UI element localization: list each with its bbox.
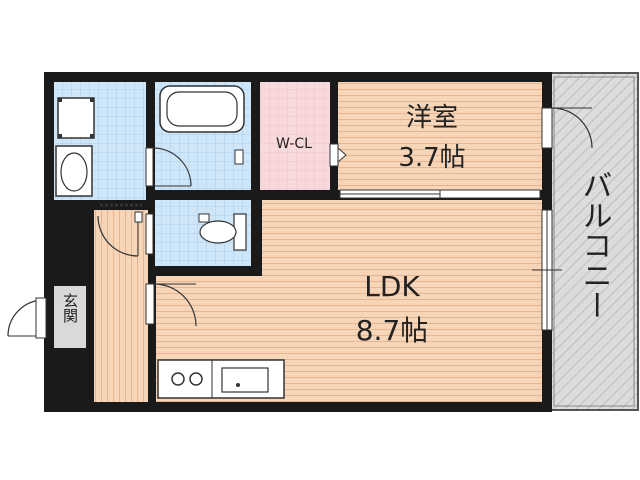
western-room-floor	[338, 82, 542, 190]
bath-door[interactable]	[145, 147, 192, 187]
western-room-size: 3.7帖	[398, 143, 465, 173]
ldk-name: LDK	[364, 270, 420, 303]
corridor-floor	[94, 210, 148, 402]
wcl-door-arrow-icon	[337, 146, 347, 164]
stove-burner-icon	[171, 372, 185, 386]
stove-burner-icon	[189, 372, 203, 386]
bath-faucet-icon	[234, 149, 244, 165]
western-balcony-door[interactable]	[541, 107, 593, 149]
bathtub	[159, 85, 245, 133]
corridor-door[interactable]	[97, 211, 143, 257]
wash-basin	[55, 145, 93, 197]
western-sliding-door[interactable]	[339, 189, 541, 199]
wcl-door[interactable]	[329, 143, 339, 167]
balcony	[549, 72, 639, 411]
ldk-floor	[156, 200, 542, 402]
wcl-label: W-CL	[276, 136, 312, 152]
toilet-door[interactable]	[145, 213, 154, 255]
kitchen-counter	[157, 359, 285, 399]
entrance-floor	[54, 286, 86, 348]
washing-machine	[57, 97, 95, 139]
toilet	[198, 213, 247, 251]
ldk-window[interactable]	[532, 209, 562, 331]
western-room-name: 洋室	[406, 103, 458, 133]
kitchen-sink-icon	[221, 367, 269, 393]
entrance-label: 玄関	[61, 293, 79, 324]
entrance-door[interactable]	[7, 297, 47, 339]
wcl-floor	[260, 82, 330, 190]
ldk-door[interactable]	[145, 283, 197, 327]
ldk-size: 8.7帖	[356, 314, 429, 347]
balcony-label: バルコニー	[577, 170, 612, 320]
